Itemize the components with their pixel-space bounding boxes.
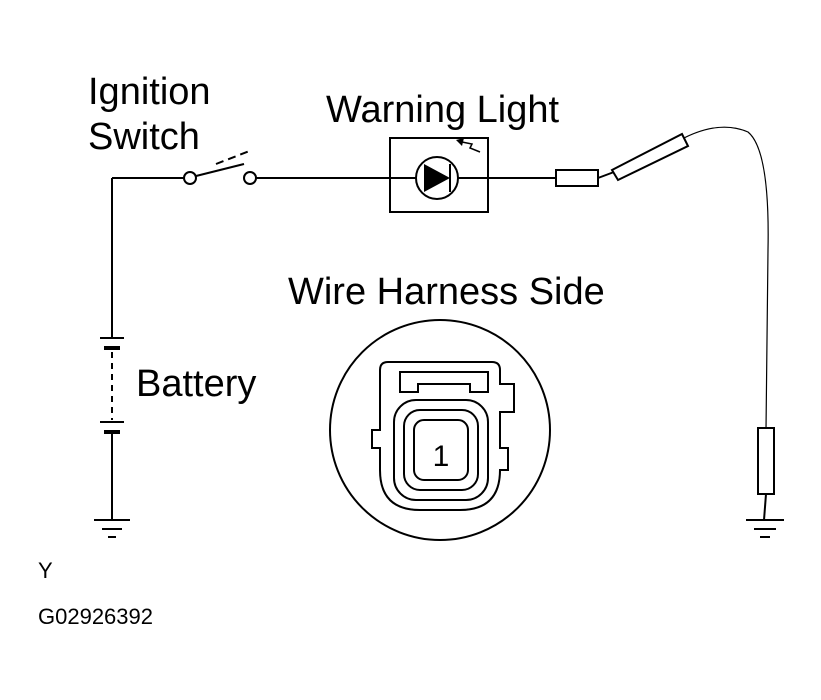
ground-icon bbox=[94, 519, 130, 538]
ignition-label-line2: Switch bbox=[88, 116, 200, 158]
probe-icon bbox=[555, 126, 775, 521]
ignition-label-line1: Ignition bbox=[88, 71, 211, 113]
connector-icon: 1 bbox=[329, 319, 551, 541]
figure-code: G02926392 bbox=[38, 604, 153, 629]
ground-icon bbox=[746, 519, 784, 538]
wire-harness-side-label: Wire Harness Side bbox=[288, 271, 605, 313]
corner-letter: Y bbox=[38, 558, 53, 583]
pin-number: 1 bbox=[433, 440, 450, 473]
battery-icon bbox=[100, 337, 124, 434]
warning-light-label: Warning Light bbox=[326, 89, 560, 131]
switch-icon bbox=[183, 149, 257, 185]
battery-label: Battery bbox=[136, 363, 257, 405]
lamp-icon bbox=[389, 137, 489, 213]
